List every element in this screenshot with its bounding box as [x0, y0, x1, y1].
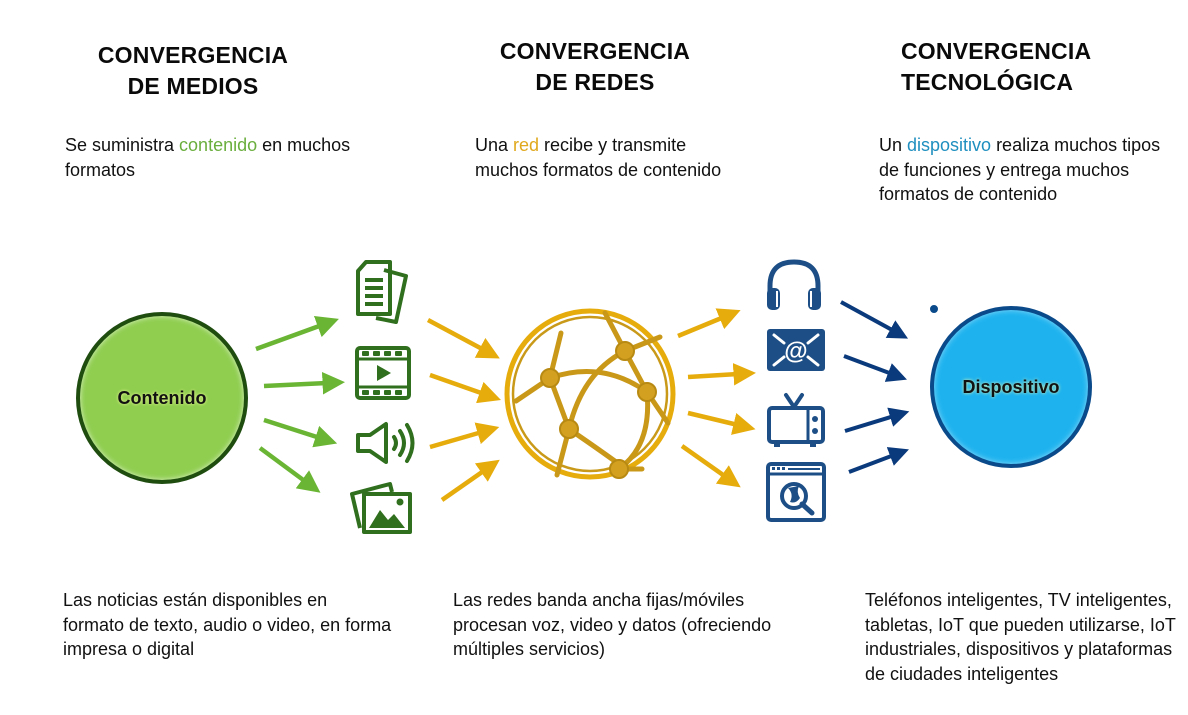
- title-line: CONVERGENCIA: [901, 38, 1092, 64]
- browser-globe-search-icon: [766, 462, 826, 522]
- desc-text: realiza muchos tipos de funciones y entr…: [879, 135, 1161, 204]
- description-redes: Una red recibe y transmite muchos format…: [475, 133, 745, 182]
- globe-network-icon: [504, 308, 676, 480]
- description-medios: Se suministra contenido en muchos format…: [65, 133, 355, 182]
- highlight-contenido: contenido: [179, 135, 258, 155]
- title-line: TECNOLÓGICA: [901, 69, 1074, 95]
- image-gallery-icon: [350, 482, 412, 534]
- arrow-to-video: [263, 371, 345, 395]
- svg-text:@: @: [784, 338, 807, 365]
- email-at-icon: @: [767, 329, 825, 371]
- title-convergencia-tecnologica: CONVERGENCIA TECNOLÓGICA: [901, 36, 1141, 98]
- desc-text: Una: [475, 135, 514, 155]
- desc-text: Un: [879, 135, 908, 155]
- speaker-audio-icon: [356, 422, 415, 464]
- footer-tecnologica: Teléfonos inteligentes, TV inteligentes,…: [865, 590, 1176, 684]
- highlight-dispositivo: dispositivo: [907, 135, 992, 155]
- title-line: CONVERGENCIA: [97, 42, 289, 68]
- content-node: Contenido: [76, 312, 248, 484]
- footer-medios: Las noticias están disponibles en format…: [63, 590, 392, 659]
- arrow-to-image: [258, 446, 321, 493]
- arrow-to-document: [255, 315, 339, 352]
- title-convergencia-medios: CONVERGENCIA DE MEDIOS: [84, 40, 302, 102]
- title-line: CONVERGENCIA: [499, 38, 691, 64]
- title-line: DE REDES: [535, 69, 655, 95]
- description-tecnologica: Un dispositivo realiza muchos tipos de f…: [879, 133, 1169, 207]
- video-film-icon: [355, 346, 411, 400]
- headphones-icon: [767, 259, 821, 310]
- navy-arrows: [840, 300, 910, 474]
- television-icon: [767, 393, 825, 447]
- device-node: [930, 305, 938, 313]
- device-label: Dispositivo: [962, 376, 1060, 397]
- green-arrows: [255, 315, 345, 493]
- document-icon: [356, 260, 408, 324]
- title-convergencia-redes: CONVERGENCIA DE REDES: [486, 36, 704, 98]
- gold-arrows-out: [677, 308, 756, 488]
- gold-arrows-in: [426, 318, 501, 502]
- device-node-circle: Dispositivo: [930, 306, 1092, 468]
- content-label: Contenido: [117, 387, 207, 408]
- arrow-to-audio: [263, 417, 338, 448]
- highlight-red: red: [513, 135, 540, 155]
- footer-redes: Las redes banda ancha fijas/móviles proc…: [453, 590, 772, 659]
- title-line: DE MEDIOS: [127, 73, 259, 99]
- desc-text: Se suministra: [65, 135, 180, 155]
- desc-text: en muchos formatos: [65, 135, 351, 180]
- desc-text: recibe y transmite muchos formatos de co…: [475, 135, 722, 180]
